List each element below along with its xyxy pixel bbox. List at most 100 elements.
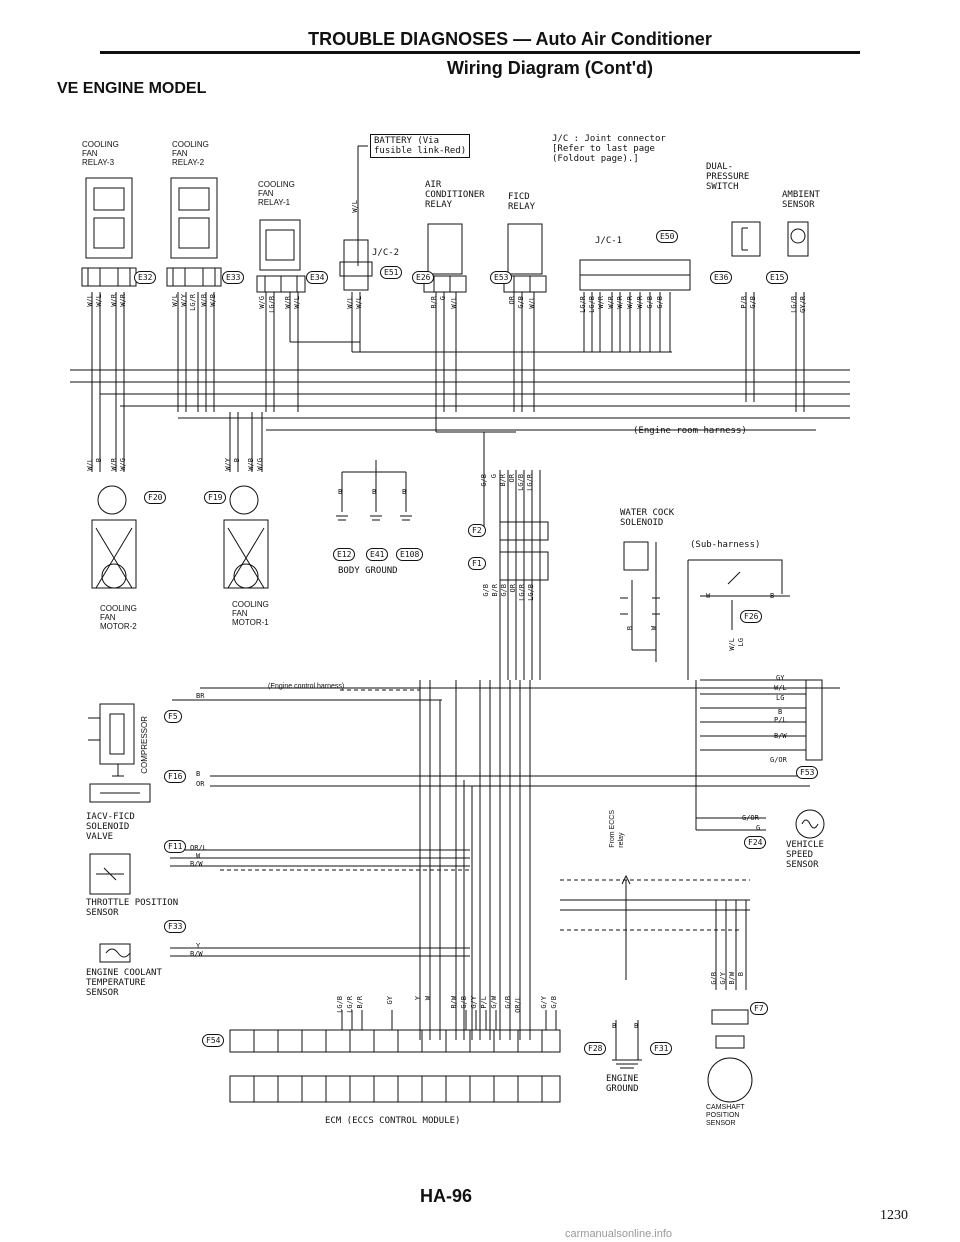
cooling-fan-relay-3-label: COOLING FAN RELAY-3 [82,140,119,167]
jc-note: J/C : Joint connector [Refer to last pag… [552,134,666,164]
wire-label: G/Y [719,972,727,985]
wire-label: G/Y [540,996,548,1009]
camshaft-label: CAMSHAFT POSITION SENSOR [706,1104,745,1127]
page-subtitle: Wiring Diagram (Cont'd) [446,58,654,78]
cooling-fan-motor-1-label: COOLING FAN MOTOR-1 [232,600,269,627]
cooling-fan-motor-2-label: COOLING FAN MOTOR-2 [100,604,137,631]
wire-label: GY [776,674,785,682]
wire-label: G/B [504,996,512,1009]
wire-label: LG/B [268,296,276,313]
sub-harness-label: (Sub-harness) [690,540,761,550]
wire-label: LG/B [527,584,535,601]
connector-e50: E50 [656,230,679,243]
connector-e12: E12 [333,548,356,561]
wire-label: W/L [86,458,94,471]
wire-label: B [626,626,634,631]
camshaft-symbol [707,1057,753,1103]
wire-label: B [402,488,407,496]
connector-f16: F16 [164,770,187,783]
connector-e26: E26 [412,271,435,284]
wire-label: B/R [499,474,507,487]
wire-label: W/R [110,294,118,307]
f54-block [229,1029,561,1053]
connector-e34: E34 [306,271,329,284]
throttle-label: THROTTLE POSITION SENSOR [86,898,179,918]
page-title: TROUBLE DIAGNOSES — Auto Air Conditioner [308,29,712,49]
wire-label: W/Y [224,458,232,471]
wire-label: B [770,592,775,600]
wire-label: W/G [119,458,127,471]
connector-e36: E36 [710,271,733,284]
wire-label: G/B [550,996,558,1009]
ambient-sensor-symbol [787,221,809,257]
connector-e41: E41 [366,548,389,561]
ecm-label: ECM (ECCS CONTROL MODULE) [325,1116,461,1126]
iacv-label: IACV-FICD SOLENOID VALVE [86,812,135,842]
engine-control-harness-label: (Engine control harness) [268,683,345,690]
model-label: VE ENGINE MODEL [57,80,207,97]
wire-label: W/R [597,296,605,309]
vss-symbol [795,809,825,839]
connector-f1: F1 [468,557,486,570]
wire-label: OR/L [514,996,522,1013]
wire-label: G/Y [470,996,478,1009]
wire-label: B [196,770,201,778]
page-number: 1230 [880,1208,908,1223]
wire-label: P/L [480,996,488,1009]
wire-label: LG/R [526,474,534,491]
connector-f28: F28 [584,1042,607,1055]
jc2-label: J/C-2 [372,248,400,258]
wire-label: P/L [774,716,787,724]
iacv-symbol [89,783,151,803]
f53-block [805,679,823,761]
watermark-text: carmanualsonline.info [565,1228,673,1240]
wire-label: W/L [95,294,103,307]
connector-e32: E32 [134,271,157,284]
wire-label: B/W [728,972,736,985]
wire-label: B/W [450,996,458,1009]
wire-label: LG/R [346,996,354,1013]
wire-label: OR/L [190,844,207,852]
ecm-block [229,1075,561,1103]
wire-label: G/OR [770,756,787,764]
wire-label: G [756,824,761,832]
wire-label: LG/R [579,296,587,313]
wire-label: G/B [710,972,718,985]
wire-label: W/L [86,294,94,307]
wire-label: B/W [774,732,787,740]
water-cock-symbol [623,541,649,571]
wire-label: GY/R [799,296,807,313]
wire-label: W/L [351,200,359,213]
connector-f53: F53 [796,766,819,779]
wire-label: B [778,708,783,716]
wire-label: OR [508,474,516,483]
wire-label: W/G [256,458,264,471]
connector-f11: F11 [164,840,187,853]
wire-label: W/L [528,296,536,309]
wire-label: B [338,488,343,496]
wire-label: W/B [247,458,255,471]
wire-label: B/W [190,860,203,868]
wire-label: B [372,488,377,496]
dual-pressure-switch-label: DUAL- PRESSURE SWITCH [706,162,750,192]
connector-e51: E51 [380,266,403,279]
wire-label: G/B [460,996,468,1009]
ac-relay-symbol [423,223,467,293]
wire-label: W/L [355,296,363,309]
throttle-symbol [89,853,131,895]
cooling-fan-relay-1-symbol [256,219,306,293]
wire-label: G/B [500,584,508,597]
wire-label: B/R [356,996,364,1009]
wire-label: W/R [626,296,634,309]
wire-label: W/L [171,294,179,307]
wire-label: LG/B [790,296,798,313]
wire-label: LG/B [336,996,344,1013]
wire-label: G/B [482,584,490,597]
jc2-symbol [339,239,373,291]
wire-label: G/OR [742,814,759,822]
wire-label: G/B [480,474,488,487]
wire-label: B [233,458,241,463]
wire-label: B/R [430,296,438,309]
